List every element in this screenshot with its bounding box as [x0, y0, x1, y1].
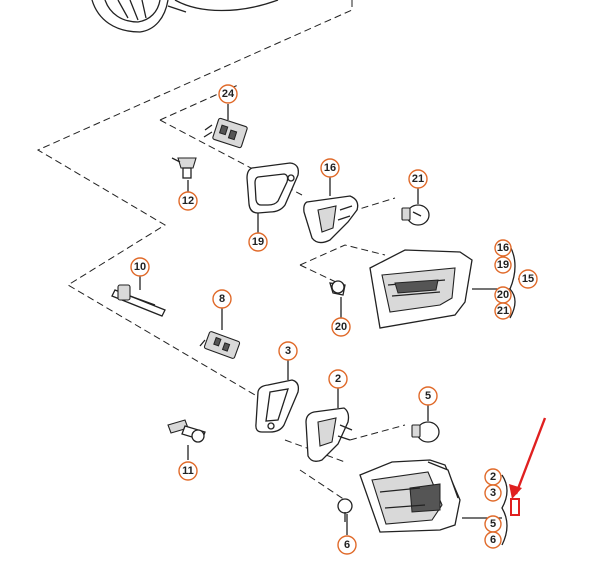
part-connector-8[interactable]	[199, 331, 241, 359]
callout-2: 2	[328, 369, 348, 389]
callout-5: 5	[418, 386, 438, 406]
dashed-assembly-lines	[36, 0, 406, 501]
callout-24-label: 24	[222, 88, 235, 100]
callout-group-upper-20: 20	[494, 286, 512, 304]
callout-group-lower-2: 2	[484, 468, 502, 486]
annotation-highlight-box	[510, 498, 520, 516]
part-bulb-21[interactable]	[401, 204, 430, 226]
callout-20: 20	[331, 317, 351, 337]
callout-group-lower-5-label: 5	[490, 518, 496, 530]
part-inner-tail-light-15[interactable]	[369, 249, 473, 329]
part-bulb-5[interactable]	[411, 421, 440, 443]
callout-16-label: 16	[324, 162, 336, 174]
callout-12: 12	[178, 191, 198, 211]
callout-group-lower-3-label: 3	[490, 487, 496, 499]
callout-group-lower-6: 6	[484, 531, 502, 549]
callout-19: 19	[248, 232, 268, 252]
callout-21: 21	[408, 169, 428, 189]
callout-group-upper-16: 16	[494, 239, 512, 257]
callout-6: 6	[337, 535, 357, 555]
part-gasket-19[interactable]	[246, 162, 299, 214]
callout-group-lower-6-label: 6	[490, 534, 496, 546]
callout-20-label: 20	[335, 321, 347, 333]
part-clip-12[interactable]	[171, 157, 197, 179]
callout-19-label: 19	[252, 236, 264, 248]
callout-group-upper-19-label: 19	[497, 259, 509, 271]
callout-group-upper-21: 21	[494, 302, 512, 320]
callout-11: 11	[178, 461, 198, 481]
callout-group-lower-2-label: 2	[490, 471, 496, 483]
callout-group-upper-15: 15	[518, 269, 538, 289]
part-sensor-11[interactable]	[167, 419, 206, 443]
callout-group-upper-15-label: 15	[522, 273, 534, 285]
part-bulb-holder-16[interactable]	[303, 195, 359, 244]
part-screw-6[interactable]	[337, 498, 353, 522]
callout-3-label: 3	[285, 345, 291, 357]
callout-5-label: 5	[425, 390, 431, 402]
callout-8: 8	[212, 289, 232, 309]
callout-group-lower-bracket	[501, 474, 508, 546]
callout-16: 16	[320, 158, 340, 178]
callout-group-upper-20-label: 20	[497, 289, 509, 301]
callout-group-upper-19: 19	[494, 256, 512, 274]
callout-21-label: 21	[412, 173, 424, 185]
callout-8-label: 8	[219, 293, 225, 305]
callout-12-label: 12	[182, 195, 194, 207]
part-connector-24[interactable]	[203, 117, 248, 149]
part-gasket-3[interactable]	[255, 379, 300, 433]
part-outer-tail-light[interactable]	[359, 459, 461, 533]
callout-3: 3	[278, 341, 298, 361]
callout-group-lower-3: 3	[484, 484, 502, 502]
part-screw-20[interactable]	[329, 280, 346, 296]
callout-10: 10	[130, 257, 150, 277]
callout-2-label: 2	[335, 373, 341, 385]
callout-10-label: 10	[134, 261, 146, 273]
callout-11-label: 11	[182, 465, 194, 477]
callout-group-upper-21-label: 21	[497, 305, 509, 317]
part-socket-10[interactable]	[111, 284, 166, 317]
part-bulb-holder-2[interactable]	[305, 407, 353, 462]
callout-group-upper-16-label: 16	[497, 242, 509, 254]
vehicle-rear-outline	[91, 0, 279, 33]
callout-group-lower-5: 5	[484, 515, 502, 533]
callout-6-label: 6	[344, 539, 350, 551]
annotation-arrow	[509, 417, 547, 516]
callout-24: 24	[218, 84, 238, 104]
